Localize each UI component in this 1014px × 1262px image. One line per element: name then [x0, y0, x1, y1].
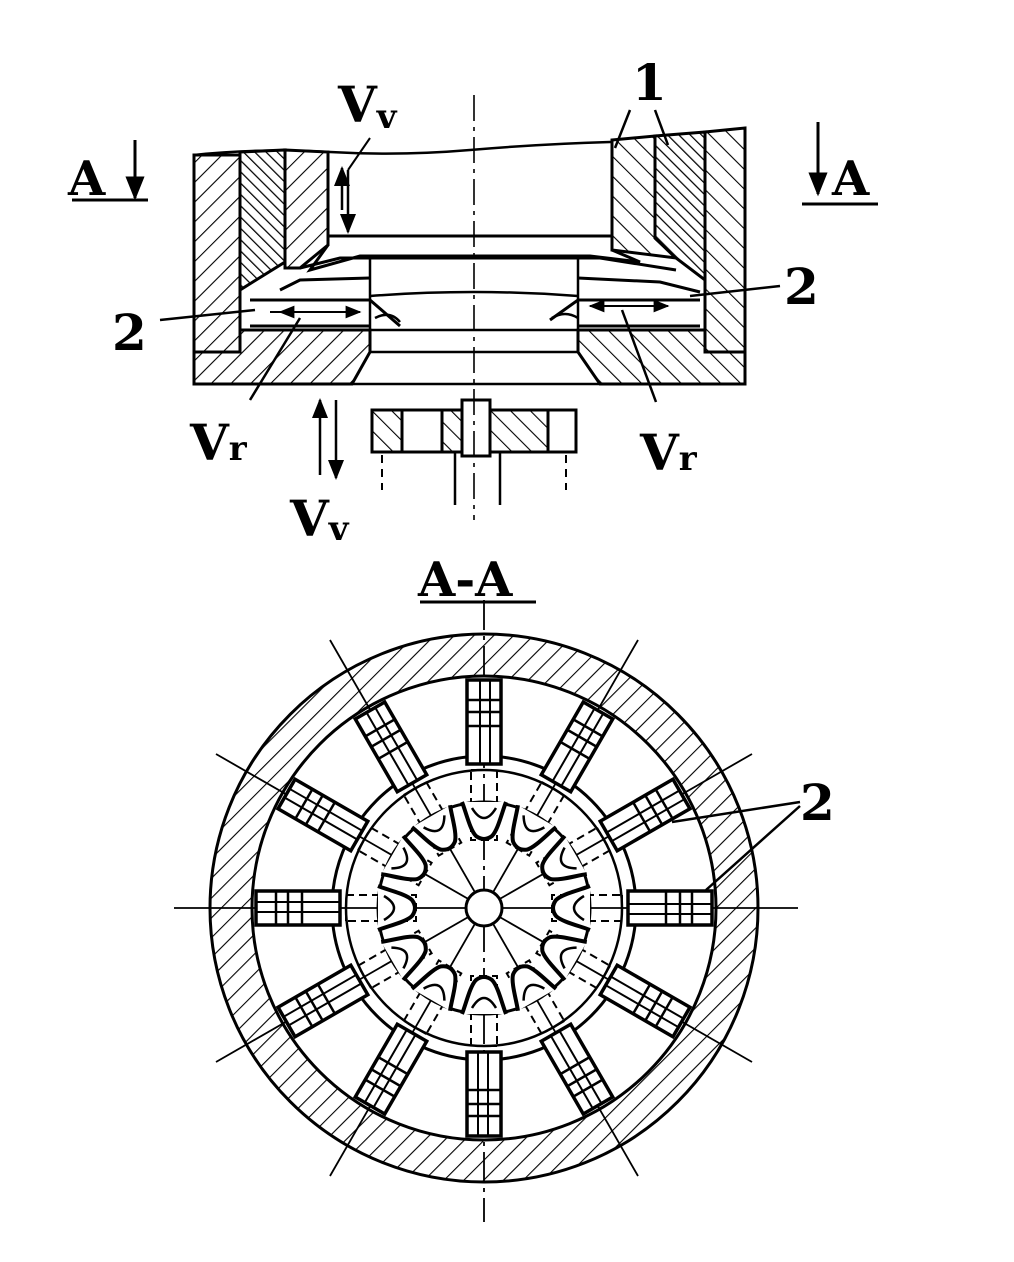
plan-view-a-a — [174, 600, 801, 1222]
label-part-1: 1 — [632, 53, 667, 112]
label-vr-left: Vr — [189, 413, 248, 472]
label-vr-right: Vr — [639, 423, 698, 482]
label-channel-2-left: 2 — [112, 303, 147, 362]
section-view — [72, 95, 878, 520]
label-section-view: A-A — [417, 552, 513, 608]
label-vv-bottom: Vv — [289, 489, 350, 549]
label-section-a-left: A — [67, 151, 106, 207]
label-vv-top: Vv — [337, 75, 398, 137]
label-channel-2-right: 2 — [784, 257, 819, 316]
label-section-a-right: A — [831, 151, 870, 207]
label-slots-2: 2 — [800, 773, 835, 832]
